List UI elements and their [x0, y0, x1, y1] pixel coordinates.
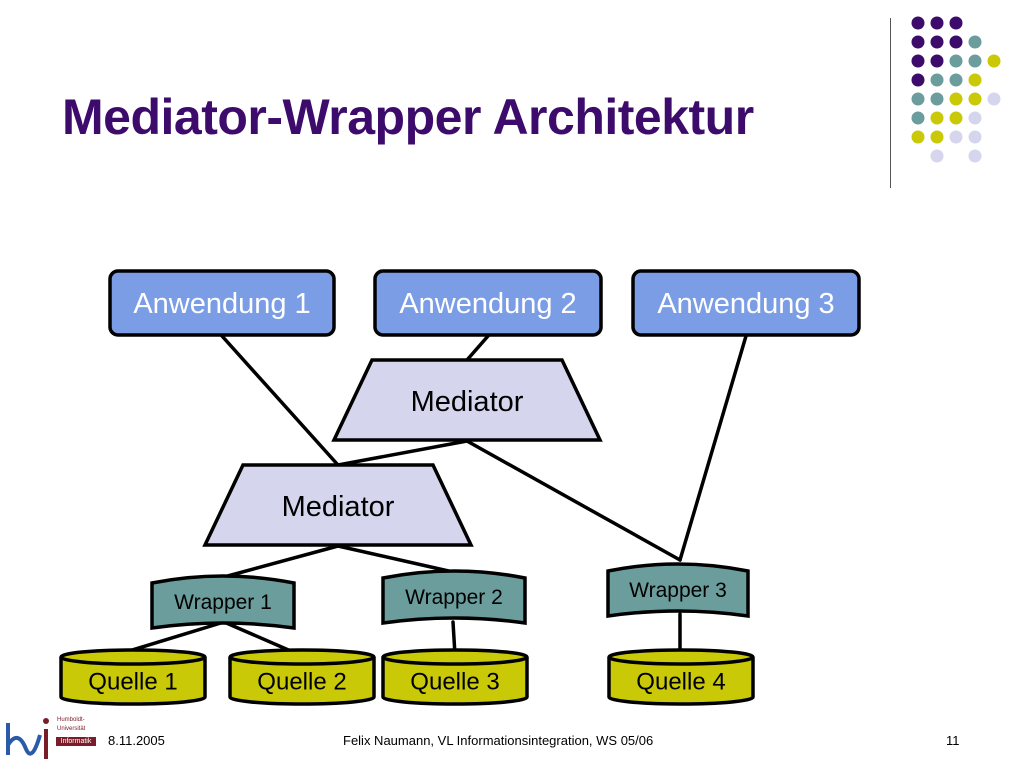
decorative-dot-grid	[911, 16, 1001, 163]
application-label: Anwendung 3	[657, 288, 834, 320]
decorative-dot	[987, 92, 1001, 106]
source-node-2: Quelle 2	[228, 648, 376, 706]
footer-center-text: Felix Naumann, VL Informationsintegratio…	[343, 733, 654, 748]
decorative-dot	[949, 130, 963, 144]
decorative-dot	[949, 54, 963, 68]
decorative-dot	[930, 73, 944, 87]
logo-text-line1: Humboldt-	[57, 717, 85, 723]
connection-app2-med_top	[465, 334, 490, 362]
logo-text-box: Informatik	[56, 737, 96, 746]
application-node-1: Anwendung 1	[108, 269, 336, 337]
source-label: Quelle 1	[88, 669, 177, 696]
wrapper-label: Wrapper 1	[174, 591, 272, 614]
application-label: Anwendung 2	[399, 288, 576, 320]
decorative-dot	[930, 130, 944, 144]
decorative-dot	[911, 73, 925, 87]
decorative-dot	[930, 111, 944, 125]
connection-med_bottom-w1	[222, 544, 340, 579]
footer-page-number: 11	[946, 733, 960, 748]
decorative-dot	[911, 92, 925, 106]
source-label: Quelle 2	[257, 669, 346, 696]
source-node-4: Quelle 4	[607, 648, 755, 706]
decorative-dot	[968, 130, 982, 144]
application-label: Anwendung 1	[133, 288, 310, 320]
decorative-dot	[987, 54, 1001, 68]
source-label: Quelle 3	[410, 669, 499, 696]
mediator-label: Mediator	[282, 491, 395, 523]
decorative-dot	[930, 54, 944, 68]
decorative-dot	[949, 92, 963, 106]
diagram-nodes: Anwendung 1 Anwendung 2 Anwendung 3 Mediato…	[59, 269, 861, 706]
decorative-dot	[968, 92, 982, 106]
wrapper-node-1: Wrapper 1	[150, 574, 296, 631]
decorative-dot	[930, 149, 944, 163]
connection-med_bottom-w2	[336, 544, 455, 574]
decorative-dot	[949, 16, 963, 30]
decorative-dot	[968, 73, 982, 87]
hu-logo-icon	[6, 718, 49, 759]
wrapper-label: Wrapper 2	[405, 586, 503, 609]
connection-app1-med_bottom	[220, 334, 340, 467]
decorative-dot	[930, 35, 944, 49]
application-node-2: Anwendung 2	[373, 269, 603, 337]
decorative-dot	[968, 149, 982, 163]
wrapper-node-2: Wrapper 2	[381, 569, 527, 626]
decorative-dot	[911, 35, 925, 49]
decorative-dot	[968, 111, 982, 125]
source-node-1: Quelle 1	[59, 648, 207, 706]
decorative-dot	[911, 16, 925, 30]
decorative-dot	[949, 35, 963, 49]
mediator-label: Mediator	[411, 386, 524, 418]
mediator-node-2: Mediator	[202, 463, 474, 547]
source-label: Quelle 4	[636, 669, 725, 696]
title-divider	[890, 18, 891, 188]
decorative-dot	[968, 54, 982, 68]
connection-lines	[114, 334, 748, 657]
decorative-dot	[968, 35, 982, 49]
decorative-dot	[911, 130, 925, 144]
decorative-dot	[949, 73, 963, 87]
wrapper-label: Wrapper 3	[629, 579, 727, 602]
decorative-dot	[949, 111, 963, 125]
source-node-3: Quelle 3	[381, 648, 529, 706]
application-node-3: Anwendung 3	[631, 269, 861, 337]
connection-med_top-med_bottom	[336, 439, 469, 467]
connection-app3-w3	[678, 334, 748, 562]
decorative-dot	[911, 111, 925, 125]
decorative-dot	[911, 54, 925, 68]
connection-med_top-w3	[465, 439, 682, 562]
decorative-dot	[930, 16, 944, 30]
decorative-dot	[930, 92, 944, 106]
slide-title: Mediator-Wrapper Architektur	[62, 89, 754, 145]
footer-date: 8.11.2005	[108, 733, 165, 748]
wrapper-node-3: Wrapper 3	[606, 562, 750, 619]
logo-text-line2: Universität	[57, 726, 86, 732]
university-logo: Humboldt- Universität Informatik	[2, 715, 102, 765]
mediator-node-1: Mediator	[331, 358, 603, 442]
